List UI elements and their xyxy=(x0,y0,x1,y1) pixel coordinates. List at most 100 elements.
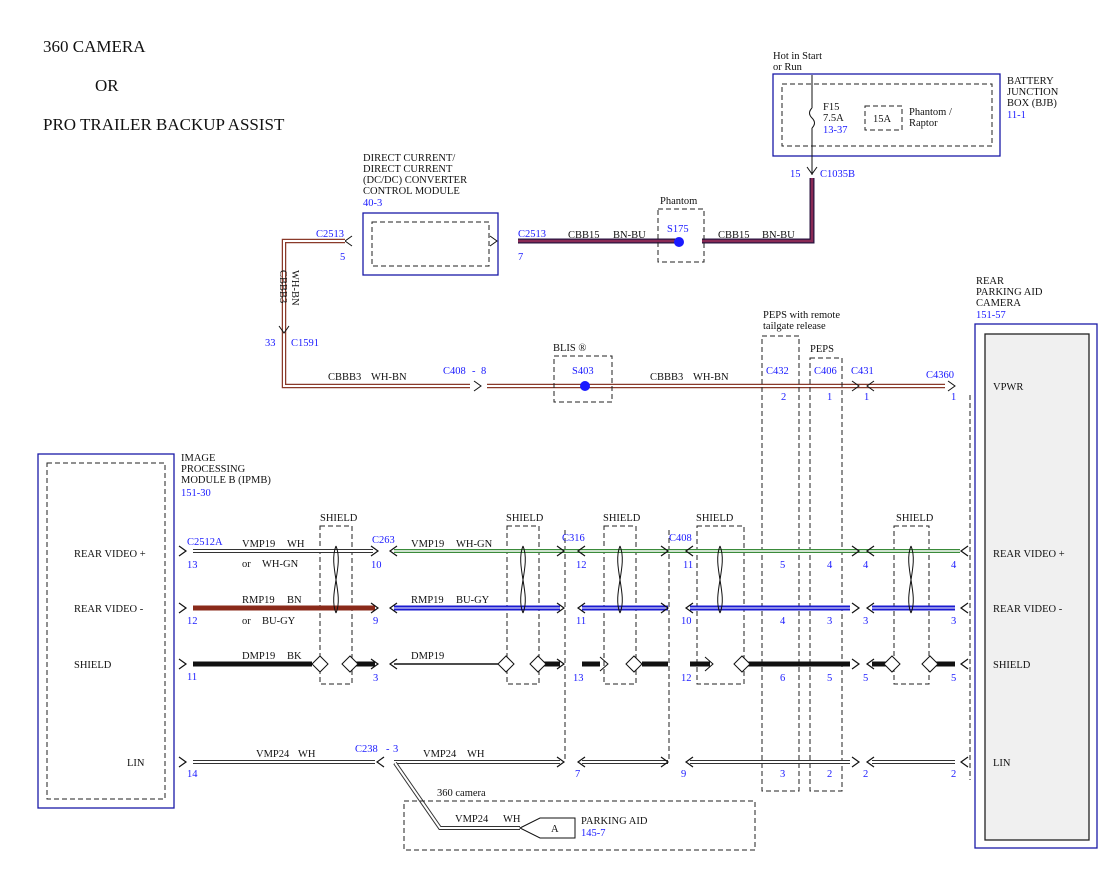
rmp19-color-1: BN xyxy=(287,595,302,606)
fuse-amp: 7.5A xyxy=(823,113,844,124)
c238-conn: C238 xyxy=(355,744,378,755)
c408-mid-conn: C408 xyxy=(669,533,692,544)
blis-option xyxy=(553,355,613,403)
bjb-connector: C1035B xyxy=(820,169,855,180)
shield-boxes xyxy=(319,525,930,685)
parking-color: WH xyxy=(503,814,521,825)
ipmb-pin-12: 12 xyxy=(187,616,198,627)
dcdc-pin-right: 7 xyxy=(518,252,523,263)
peps-remote-option xyxy=(761,335,800,792)
bjb-hot-label: Hot in Start xyxy=(773,51,822,62)
camera-name-3: CAMERA xyxy=(976,298,1021,309)
fuse-ref: 13-37 xyxy=(823,125,848,136)
shield-label-2: SHIELD xyxy=(506,513,544,524)
ipmb-pin-13: 13 xyxy=(187,560,198,571)
svg-text:2: 2 xyxy=(827,769,832,780)
c432-conn: C432 xyxy=(766,366,789,377)
wire-cbbb3-vert-color: WH-BN xyxy=(289,270,300,306)
c431-conn: C431 xyxy=(851,366,874,377)
bjb-inner xyxy=(781,83,993,147)
360-camera-option xyxy=(403,800,756,851)
svg-text:3: 3 xyxy=(863,616,868,627)
wire-cbbb3-color-2: WH-BN xyxy=(693,372,729,383)
wire-cbb15-color-2: BN-BU xyxy=(762,230,795,241)
dcdc-name-4: CONTROL MODULE xyxy=(363,186,460,197)
shield-diamonds xyxy=(311,655,939,673)
camera-vpwr: VPWR xyxy=(993,382,1023,393)
ipmb-video-plus: REAR VIDEO + xyxy=(74,549,146,560)
camera-name-2: PARKING AID xyxy=(976,287,1043,298)
camera-inner xyxy=(984,333,1090,841)
bjb-name-3: BOX (BJB) xyxy=(1007,98,1057,109)
c406-conn: C406 xyxy=(814,366,837,377)
camera-video-plus: REAR VIDEO + xyxy=(993,549,1065,560)
svg-text:3: 3 xyxy=(827,616,832,627)
c1591-conn: C1591 xyxy=(291,338,319,349)
rmp19-or: or xyxy=(242,616,251,627)
ipmb-name: IMAGE xyxy=(181,453,215,464)
vmp19-circuit-2: VMP19 xyxy=(411,539,444,550)
svg-text:4: 4 xyxy=(827,560,833,571)
wire-cbbb3-color-1: WH-BN xyxy=(371,372,407,383)
dcdc-box xyxy=(362,212,499,276)
splice1-name: S175 xyxy=(667,224,689,235)
connector-dashes xyxy=(564,530,670,760)
peps-remote-label: PEPS with remote xyxy=(763,310,840,321)
wire-cbb15-color: BN-BU xyxy=(613,230,646,241)
shield-label-3: SHIELD xyxy=(603,513,641,524)
wire-cbb15-right-fill xyxy=(702,178,814,243)
svg-text:10: 10 xyxy=(681,616,692,627)
rmp19-circuit-1: RMP19 xyxy=(242,595,275,606)
dcdc-pin-left: 5 xyxy=(340,252,345,263)
c431-pin: 1 xyxy=(864,392,869,403)
dcdc-name-3: (DC/DC) CONVERTER xyxy=(363,175,467,186)
camera-box xyxy=(974,323,1098,849)
connector-chevrons xyxy=(178,545,969,768)
c238-pin: 3 xyxy=(393,744,398,755)
parking-aid-name: PARKING AID xyxy=(581,816,648,827)
wire-cbbb3-circuit-2: CBBB3 xyxy=(650,372,683,383)
svg-text:5: 5 xyxy=(827,673,832,684)
peps-option xyxy=(809,357,843,792)
svg-text:2: 2 xyxy=(863,769,868,780)
bjb-ref: 11-1 xyxy=(1007,110,1026,121)
ipmb-box xyxy=(37,453,175,809)
svg-text:4: 4 xyxy=(951,560,957,571)
ipmb-shield: SHIELD xyxy=(74,660,112,671)
svg-text:12: 12 xyxy=(681,673,692,684)
peps-label: PEPS xyxy=(810,344,834,355)
vmp19-or: or xyxy=(242,559,251,570)
alt-fuse-box xyxy=(864,105,903,131)
vmp19-color-2: WH-GN xyxy=(456,539,493,550)
svg-text:12: 12 xyxy=(576,560,587,571)
svg-text:6: 6 xyxy=(780,673,785,684)
c1591-pin: 33 xyxy=(265,338,276,349)
splice2-option: BLIS ® xyxy=(553,343,586,354)
bjb-pin: 15 xyxy=(790,169,801,180)
title-360-camera: 360 CAMERA xyxy=(43,37,146,56)
svg-text:9: 9 xyxy=(373,616,378,627)
wire-cbbb3-vert-circuit: CBBB3 xyxy=(277,270,288,303)
title-or: OR xyxy=(95,76,119,95)
ipmb-pin-11: 11 xyxy=(187,672,197,683)
vmp19-circuit-1: VMP19 xyxy=(242,539,275,550)
ipmb-inner xyxy=(46,462,166,800)
phantom-option xyxy=(657,208,705,263)
svg-text:13: 13 xyxy=(573,673,584,684)
fuse-icon xyxy=(809,107,815,129)
wire-lin xyxy=(193,760,955,830)
c406-pin: 1 xyxy=(827,392,832,403)
svg-text:11: 11 xyxy=(576,616,586,627)
splice1-option: Phantom xyxy=(660,196,697,207)
ipmb-connector: C2512A xyxy=(187,537,223,548)
bjb-name: BATTERY xyxy=(1007,76,1054,87)
c4360-conn: C4360 xyxy=(926,370,954,381)
peps-remote-label-2: tailgate release xyxy=(763,321,826,332)
vmp19-color-1: WH xyxy=(287,539,305,550)
svg-text:4: 4 xyxy=(780,616,786,627)
bjb-hot-label-2: or Run xyxy=(773,62,803,73)
ipmb-pin-14: 14 xyxy=(187,769,198,780)
dcdc-conn-left: C2513 xyxy=(316,229,344,240)
svg-text:4: 4 xyxy=(863,560,869,571)
fuse-name: F15 xyxy=(823,102,839,113)
